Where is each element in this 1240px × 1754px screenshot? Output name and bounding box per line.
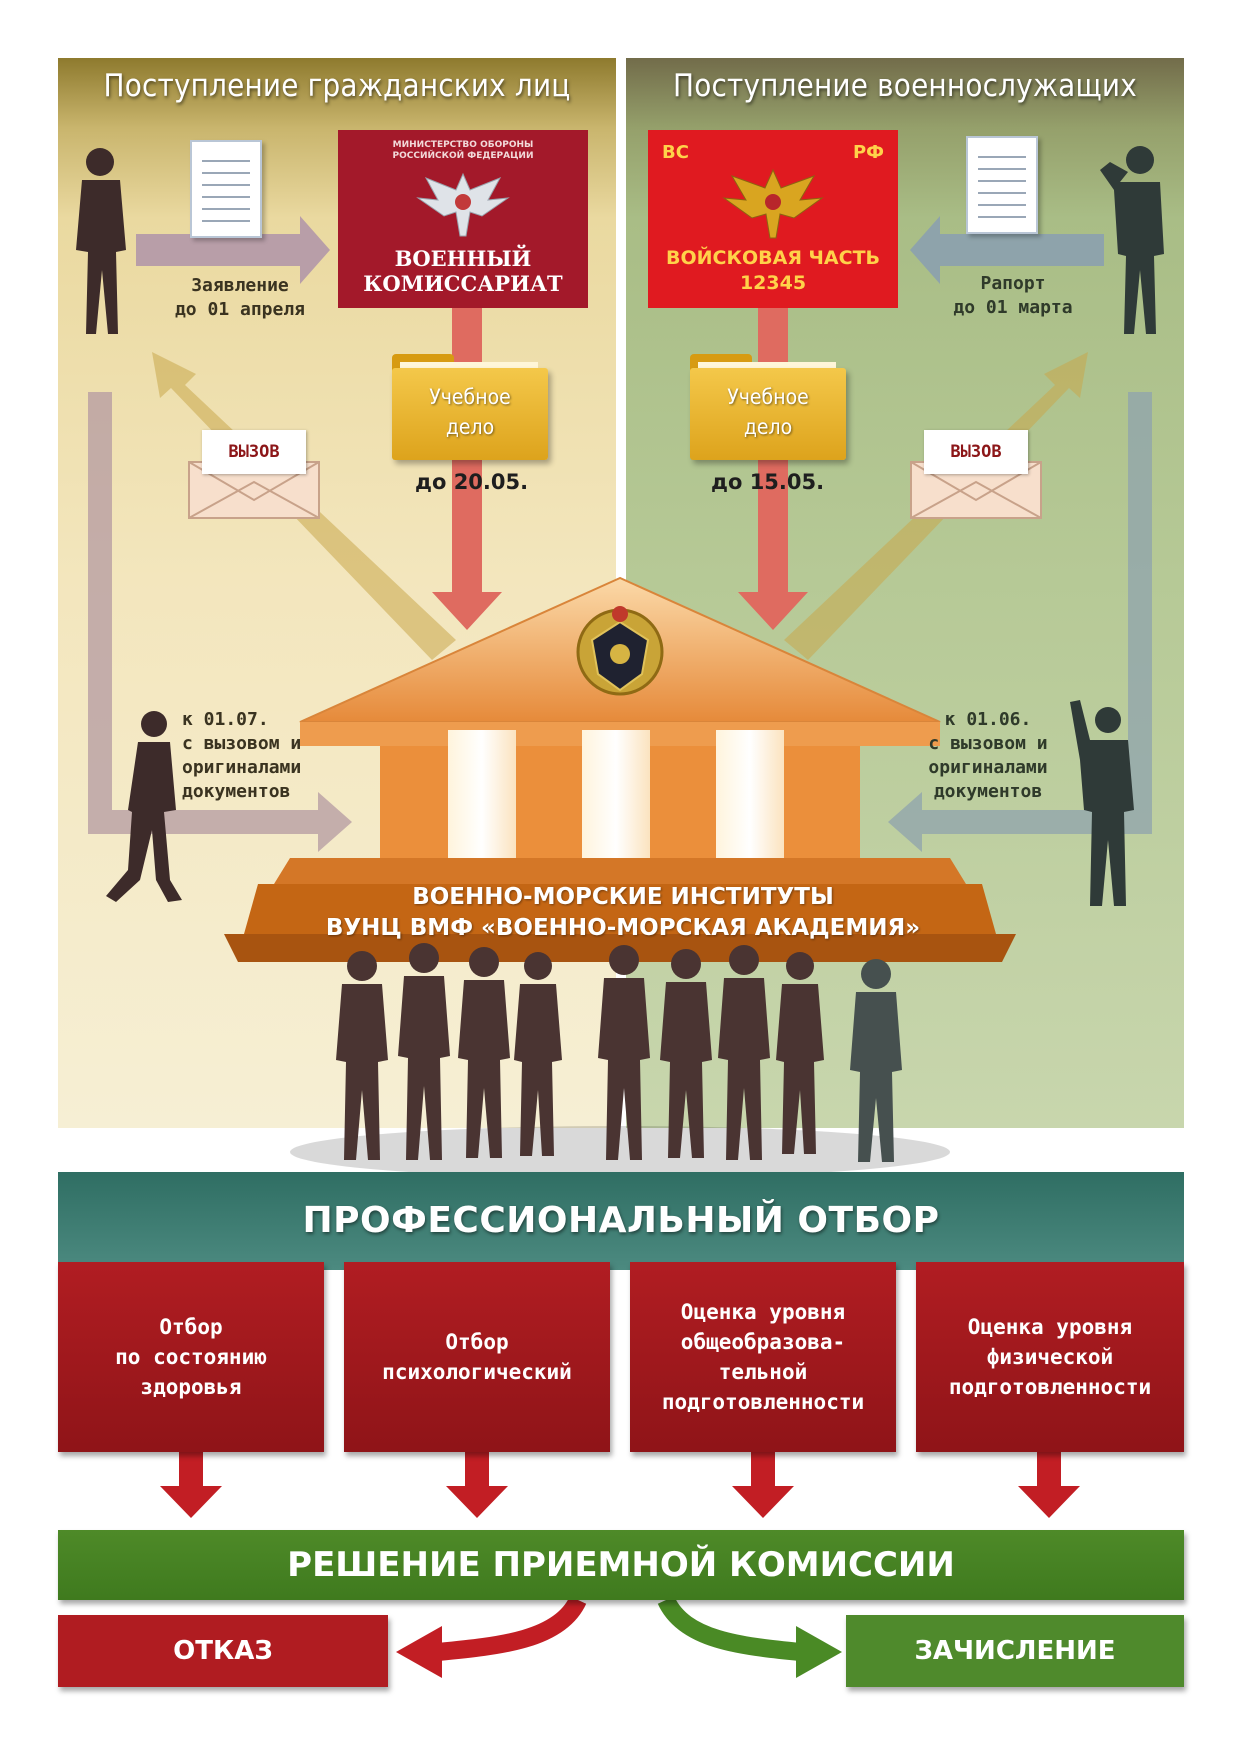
saluting-soldier-silhouette [1100, 146, 1164, 334]
unit-line1: ВОЙСКОВАЯ ЧАСТЬ [665, 247, 881, 269]
civil-application-text: Заявление до 01 апреля [150, 274, 330, 322]
institute-building [224, 576, 1016, 962]
enrollment-outcome: ЗАЧИСЛЕНИЕ [846, 1615, 1184, 1687]
mil-call-envelope-icon: ВЫЗОВ [910, 430, 1042, 520]
golden-eagle-icon [722, 168, 824, 239]
commissariat-line2: КОМИССАРИАТ [363, 271, 563, 296]
stage-edu-line1: Оценка уровня [680, 1300, 846, 1324]
stage-psych-line1: Отбор [445, 1330, 509, 1354]
stage-psychological: Отбор психологический [344, 1262, 610, 1452]
mil-call-label: ВЫЗОВ [924, 430, 1028, 474]
application-document-icon [190, 140, 262, 238]
stage-physical: Оценка уровня физической подготовленност… [916, 1262, 1184, 1452]
civil-call-envelope-icon: ВЫЗОВ [188, 430, 320, 520]
mil-application-text: Рапорт до 01 марта [918, 272, 1108, 320]
civil-application-label: Заявление [191, 275, 289, 296]
mil-study-file-folder-icon: Учебное дело [690, 354, 846, 460]
mil-arrival-line3: оригиналами [928, 757, 1048, 778]
stage-phys-line2: физической [986, 1345, 1114, 1369]
unit-line2: 12345 [739, 272, 807, 294]
civilian-title: Поступление гражданских лиц [103, 68, 571, 104]
mil-folder-line1: Учебное [727, 385, 809, 409]
stage-phys-line1: Оценка уровня [967, 1315, 1133, 1339]
civilian-walking-silhouette [106, 711, 182, 902]
ministry-caption: МИНИСТЕРСТВО ОБОРОНЫ РОССИЙСКОЙ ФЕДЕРАЦИ… [338, 140, 588, 162]
mil-folder-line2: дело [743, 415, 793, 439]
double-headed-eagle-icon [416, 172, 510, 237]
stage-edu-line4: подготовленности [661, 1390, 865, 1414]
institute-line2: ВУНЦ ВМФ «ВОЕННО-МОРСКАЯ АКАДЕМИЯ» [325, 915, 921, 941]
military-commissariat-card: МИНИСТЕРСТВО ОБОРОНЫ РОССИЙСКОЙ ФЕДЕРАЦИ… [338, 130, 588, 308]
mil-arrival-line2: с вызовом и [928, 733, 1048, 754]
institute-name: ВОЕННО-МОРСКИЕ ИНСТИТУТЫ ВУНЦ ВМФ «ВОЕНН… [258, 882, 988, 944]
application-arrow-right [910, 216, 1104, 284]
stage-edu-line3: тельной [718, 1360, 808, 1384]
institute-line1: ВОЕННО-МОРСКИЕ ИНСТИТУТЫ [412, 884, 834, 910]
civil-application-deadline: до 01 апреля [174, 299, 306, 320]
accept-arrow [657, 1595, 842, 1678]
stage-health: Отбор по состоянию здоровья [58, 1262, 324, 1452]
reject-outcome: ОТКАЗ [58, 1615, 388, 1687]
report-document-icon [966, 136, 1038, 234]
stage-health-line2: по состоянию [115, 1345, 267, 1369]
mil-application-deadline: до 01 марта [953, 297, 1073, 318]
stage-edu-line2: общеобразова- [680, 1330, 846, 1354]
reject-arrow [396, 1595, 587, 1678]
military-unit-card: ВС РФ ВОЙСКОВАЯ ЧАСТЬ 12345 [648, 130, 898, 308]
commissariat-line1: ВОЕННЫЙ [394, 246, 532, 271]
side-arrow-right [888, 392, 1152, 852]
mil-file-deadline: до 15.05. [711, 470, 825, 494]
military-title: Поступление военнослужащих [673, 68, 1137, 104]
stage-education: Оценка уровня общеобразова- тельной подг… [630, 1262, 896, 1452]
civil-folder-line1: Учебное [429, 385, 511, 409]
mil-arrival-line1: к 01.06. [944, 709, 1032, 730]
ministry-caption-line1: МИНИСТЕРСТВО ОБОРОНЫ [392, 140, 534, 150]
stage-health-line1: Отбор [159, 1315, 223, 1339]
civil-arrival-line4: документов [182, 781, 291, 802]
professional-selection-title: ПРОФЕССИОНАЛЬНЫЙ ОТБОР [58, 1172, 1184, 1270]
civil-call-label: ВЫЗОВ [202, 430, 306, 474]
mil-application-label: Рапорт [980, 273, 1046, 294]
stage-psych-line2: психологический [382, 1360, 572, 1384]
civil-arrival-line3: оригиналами [182, 757, 302, 778]
civil-study-file-folder-icon: Учебное дело [392, 354, 548, 460]
admission-decision-title: РЕШЕНИЕ ПРИЕМНОЙ КОМИССИИ [58, 1530, 1184, 1600]
civil-arrival-line2: с вызовом и [182, 733, 302, 754]
file-arrow-right [738, 308, 808, 630]
ministry-caption-line2: РОССИЙСКОЙ ФЕДЕРАЦИИ [392, 151, 534, 161]
civil-arrival-line1: к 01.07. [182, 709, 269, 730]
side-arrow-left [88, 392, 352, 852]
mil-arrival-line4: документов [933, 781, 1043, 802]
mil-arrival-text: к 01.06. с вызовом и оригиналами докумен… [908, 708, 1068, 804]
applicants-group-silhouettes [290, 943, 950, 1178]
waving-soldier-silhouette [1070, 700, 1134, 906]
stage-health-line3: здоровья [140, 1375, 242, 1399]
civil-arrival-text: к 01.07. с вызовом и оригиналами докумен… [182, 708, 362, 804]
civil-file-deadline: до 20.05. [415, 470, 529, 494]
stage-arrows [160, 1452, 1080, 1518]
unit-corner-right: РФ [852, 142, 884, 163]
unit-corner-left: ВС [662, 142, 689, 163]
file-arrow-left [432, 308, 502, 630]
civil-folder-line2: дело [445, 415, 495, 439]
application-arrow-left [136, 216, 330, 284]
stage-phys-line3: подготовленности [948, 1375, 1152, 1399]
civilian-applicant-silhouette [76, 148, 126, 334]
